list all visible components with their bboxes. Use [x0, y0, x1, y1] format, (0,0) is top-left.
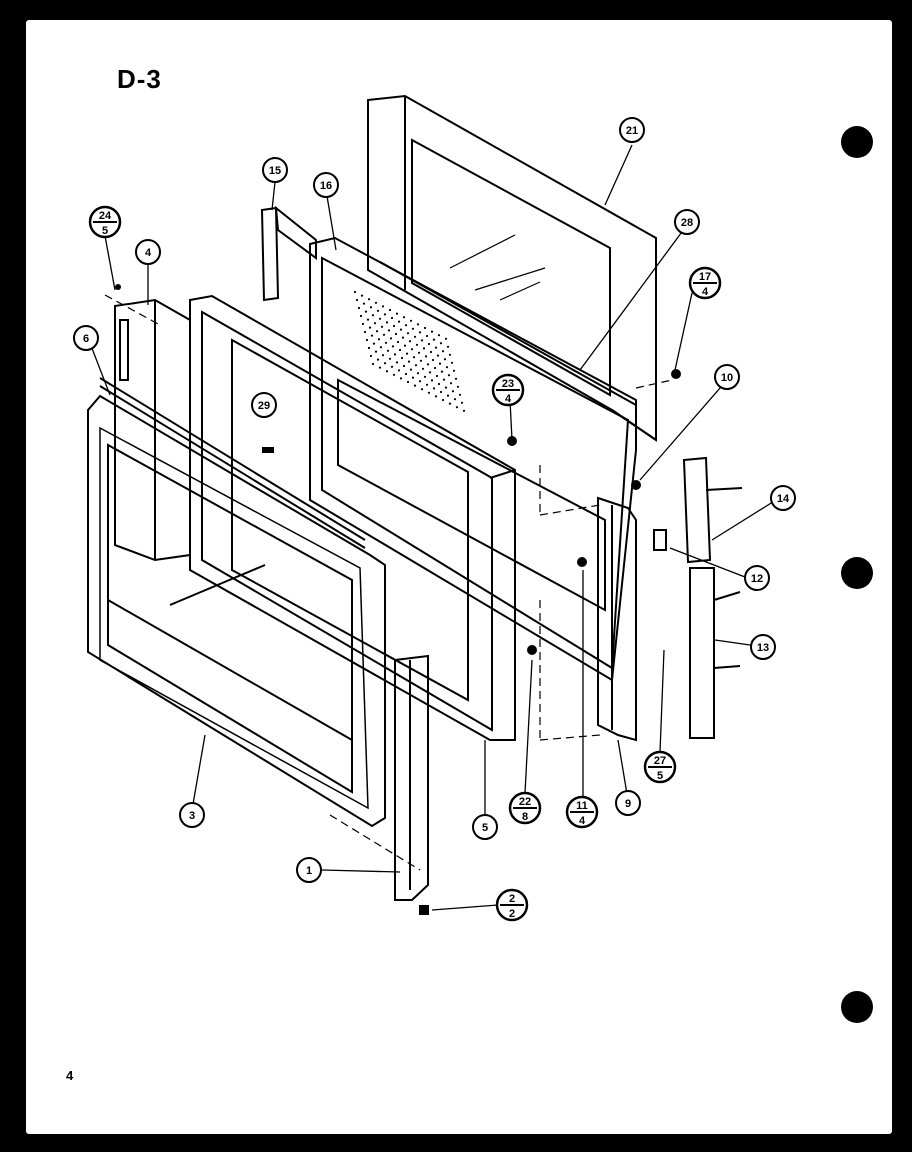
callout-label: 29	[258, 400, 270, 412]
callout-21: 21	[619, 117, 645, 143]
callout-label: 5	[482, 822, 488, 834]
callout-label: 12	[751, 573, 763, 585]
callout-12: 12	[744, 565, 770, 591]
fraction-bottom: 5	[102, 225, 108, 237]
callout-label: 16	[320, 180, 332, 192]
leader-lines	[87, 144, 777, 911]
callout-9: 9	[615, 790, 641, 816]
fraction-bottom: 4	[702, 286, 709, 298]
part-4-side-bracket	[114, 298, 191, 562]
part-1-handle	[394, 654, 429, 915]
callout-label: 1	[306, 865, 312, 877]
binder-hole-top	[841, 126, 873, 158]
callout-label: 13	[757, 642, 769, 654]
binder-hole-bottom	[841, 991, 873, 1023]
fraction-bottom: 2	[509, 908, 515, 920]
page-number: 4	[66, 1068, 74, 1083]
part-14-hinge-upper	[682, 456, 743, 564]
callout-label: 28	[681, 217, 693, 229]
callout-28: 28	[674, 209, 700, 235]
screws	[115, 284, 681, 655]
callout-1: 1	[296, 857, 322, 883]
perforated-screen	[353, 290, 466, 412]
assembly-dashed-lines	[104, 294, 673, 871]
fraction-callout-2-2: 22	[495, 888, 529, 922]
part-5-door-frame	[189, 294, 516, 741]
callout-label: 9	[625, 798, 631, 810]
diagram-title: D-3	[117, 64, 162, 94]
fraction-callout-23-4: 234	[491, 373, 525, 407]
callout-16: 16	[313, 172, 339, 198]
part-3-front-frame	[87, 394, 386, 828]
callout-15: 15	[262, 157, 288, 183]
fraction-top: 2	[509, 893, 515, 905]
callout-label: 4	[145, 247, 152, 259]
callout-label: 21	[626, 125, 638, 137]
fraction-top: 17	[699, 271, 711, 283]
binder-hole-middle	[841, 557, 873, 589]
fraction-top: 11	[576, 800, 588, 812]
callout-label: 10	[721, 372, 733, 384]
part-15-strip	[260, 205, 317, 302]
fraction-bottom: 5	[657, 770, 663, 782]
callout-label: 6	[83, 333, 89, 345]
fraction-top: 23	[502, 378, 514, 390]
fraction-callout-22-8: 228	[508, 791, 542, 825]
fraction-bottom: 4	[505, 393, 512, 405]
callout-label: 14	[777, 493, 790, 505]
callout-10: 10	[714, 364, 740, 390]
fraction-top: 22	[519, 796, 531, 808]
part-6-gasket	[99, 377, 366, 549]
part-21-rear-panel	[367, 94, 657, 442]
fraction-callout-17-4: 174	[688, 266, 722, 300]
fraction-top: 27	[654, 755, 666, 767]
fraction-callout-11-4: 114	[565, 795, 599, 829]
callout-6: 6	[73, 325, 99, 351]
callout-label: 15	[269, 165, 281, 177]
callout-label: 3	[189, 810, 195, 822]
fraction-bottom: 8	[522, 811, 528, 823]
callout-29: 29	[251, 392, 277, 418]
callout-14: 14	[770, 485, 796, 511]
part-callouts: 2115162846291014121335912451742342752281…	[73, 117, 796, 922]
fraction-callout-24-5: 245	[88, 205, 122, 239]
callout-4: 4	[135, 239, 161, 265]
callout-3: 3	[179, 802, 205, 828]
fraction-callout-27-5: 275	[643, 750, 677, 784]
fraction-top: 24	[99, 210, 112, 222]
part-9-hinge-plate	[597, 496, 637, 742]
part-16-inner-panel	[309, 236, 637, 682]
callout-13: 13	[750, 634, 776, 660]
part-12-clip	[653, 529, 667, 551]
part-13-hinge-lower	[689, 567, 741, 739]
fraction-bottom: 4	[579, 815, 586, 827]
callout-5: 5	[472, 814, 498, 840]
